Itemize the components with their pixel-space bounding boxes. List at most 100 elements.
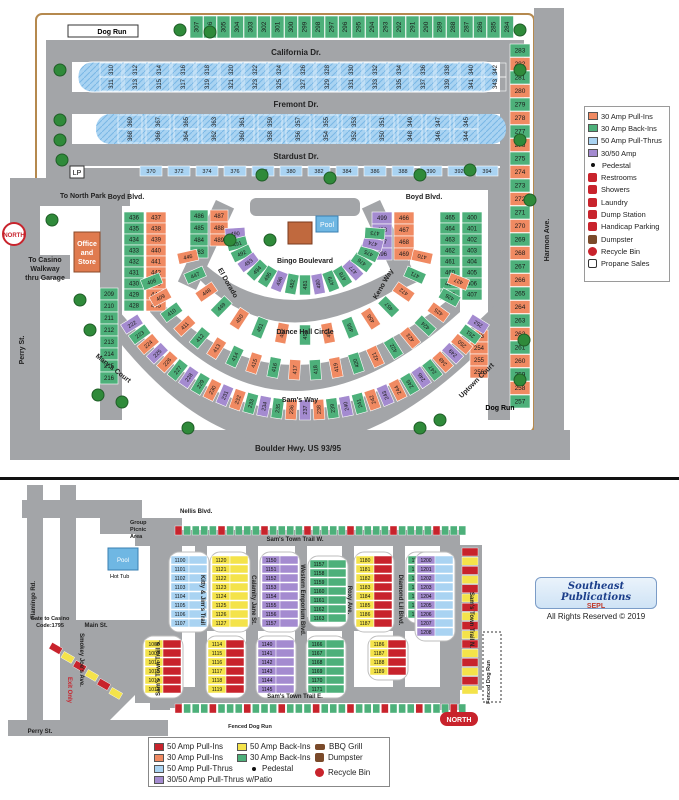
rv-site[interactable]: 298 bbox=[311, 15, 325, 39]
rv-site-pad[interactable] bbox=[500, 15, 514, 39]
rv-site-pad[interactable] bbox=[279, 609, 299, 619]
rv-site-pad[interactable] bbox=[219, 76, 243, 92]
rv-site-pad[interactable] bbox=[369, 128, 395, 144]
rv-site-pad[interactable] bbox=[321, 269, 340, 293]
rv-site-pad[interactable] bbox=[461, 575, 479, 584]
rv-site-pad[interactable] bbox=[162, 639, 182, 649]
rv-site[interactable]: 1170 bbox=[307, 675, 345, 685]
rv-site-pad[interactable] bbox=[270, 15, 285, 39]
rv-site[interactable]: 1107 bbox=[170, 618, 208, 628]
rv-site[interactable]: 349 bbox=[397, 114, 423, 130]
rv-site-pad[interactable] bbox=[60, 651, 75, 664]
rv-site-pad[interactable] bbox=[295, 703, 303, 714]
rv-site[interactable]: 477 bbox=[341, 258, 365, 282]
rv-site-pad[interactable] bbox=[189, 15, 204, 39]
rv-site-pad[interactable] bbox=[398, 703, 406, 714]
rv-site[interactable]: 478 bbox=[332, 264, 353, 289]
rv-site[interactable]: 457 bbox=[377, 295, 401, 319]
rv-site-pad[interactable] bbox=[381, 525, 389, 536]
rv-site[interactable]: 1188 bbox=[369, 657, 407, 667]
rv-site[interactable]: 1187 bbox=[355, 618, 393, 628]
rv-site[interactable]: 258 bbox=[509, 381, 531, 395]
rv-site-pad[interactable] bbox=[243, 76, 267, 92]
rv-site-pad[interactable] bbox=[325, 666, 345, 676]
rv-site[interactable]: 363 bbox=[201, 114, 227, 130]
rv-site[interactable]: 409 bbox=[148, 287, 173, 308]
rv-site-pad[interactable] bbox=[234, 525, 243, 536]
rv-site-pad[interactable] bbox=[373, 555, 393, 565]
rv-site[interactable]: 350 bbox=[369, 128, 395, 144]
rv-site[interactable]: 1160 bbox=[309, 586, 347, 596]
rv-site-pad[interactable] bbox=[434, 600, 454, 610]
rv-site-pad[interactable] bbox=[403, 265, 427, 285]
rv-site[interactable]: 386 bbox=[363, 165, 387, 177]
rv-site[interactable]: 333 bbox=[363, 76, 387, 92]
rv-site-pad[interactable] bbox=[509, 178, 531, 193]
rv-site[interactable]: 480 bbox=[310, 272, 326, 296]
rv-site[interactable]: 354 bbox=[313, 128, 339, 144]
rv-site-pad[interactable] bbox=[108, 687, 123, 700]
rv-site[interactable]: 1124 bbox=[211, 591, 249, 601]
rv-site-pad[interactable] bbox=[245, 258, 269, 282]
rv-site-pad[interactable] bbox=[321, 525, 329, 536]
rv-site[interactable]: 1163 bbox=[309, 613, 347, 623]
rv-site-pad[interactable] bbox=[226, 703, 234, 714]
rv-site-pad[interactable] bbox=[413, 314, 437, 338]
rv-site[interactable]: 455 bbox=[340, 315, 360, 340]
rv-site[interactable]: 372 bbox=[167, 165, 191, 177]
rv-site[interactable]: 315 bbox=[147, 76, 171, 92]
rv-site[interactable]: 1202 bbox=[416, 573, 454, 583]
rv-site[interactable]: 1168 bbox=[307, 657, 345, 667]
rv-site[interactable]: 462 bbox=[439, 244, 461, 257]
rv-site-pad[interactable] bbox=[360, 306, 382, 331]
rv-site[interactable]: 277 bbox=[509, 124, 531, 139]
rv-site-pad[interactable] bbox=[434, 609, 454, 619]
rv-site-pad[interactable] bbox=[195, 165, 219, 177]
rv-site[interactable]: 233 bbox=[242, 391, 260, 415]
rv-site[interactable]: 355 bbox=[313, 114, 339, 130]
rv-site[interactable]: 342 bbox=[483, 62, 507, 78]
rv-site-pad[interactable] bbox=[461, 584, 479, 593]
rv-site[interactable]: 251 bbox=[458, 323, 483, 346]
rv-site-pad[interactable] bbox=[99, 76, 123, 92]
rv-site[interactable]: 402 bbox=[461, 233, 483, 246]
rv-site[interactable]: 429 bbox=[123, 288, 145, 301]
rv-site[interactable]: 470 bbox=[410, 248, 434, 265]
rv-site-pad[interactable] bbox=[461, 603, 479, 612]
rv-site[interactable]: 1157 bbox=[261, 618, 299, 628]
rv-site[interactable]: 236 bbox=[284, 398, 298, 421]
rv-site-pad[interactable] bbox=[351, 15, 366, 39]
rv-site-pad[interactable] bbox=[392, 15, 406, 39]
rv-site-pad[interactable] bbox=[162, 684, 182, 694]
rv-site-pad[interactable] bbox=[332, 264, 353, 289]
rv-site[interactable]: 231 bbox=[215, 383, 235, 407]
rv-site[interactable]: 310 bbox=[99, 62, 123, 78]
rv-site-pad[interactable] bbox=[415, 525, 423, 536]
rv-site-pad[interactable] bbox=[458, 525, 466, 536]
rv-site[interactable]: 242 bbox=[363, 388, 382, 412]
rv-site-pad[interactable] bbox=[297, 15, 312, 39]
rv-site-pad[interactable] bbox=[375, 383, 395, 407]
rv-site[interactable]: 267 bbox=[509, 259, 531, 274]
rv-site-pad[interactable] bbox=[162, 666, 182, 676]
rv-site[interactable]: 336 bbox=[411, 62, 435, 78]
rv-site-pad[interactable] bbox=[275, 648, 295, 658]
rv-site[interactable]: 368 bbox=[117, 128, 143, 144]
rv-site[interactable]: 1010 bbox=[144, 657, 182, 667]
rv-site-pad[interactable] bbox=[321, 703, 329, 714]
rv-site-pad[interactable] bbox=[434, 591, 454, 601]
rv-site[interactable]: 1140 bbox=[257, 639, 295, 649]
rv-site-pad[interactable] bbox=[147, 76, 171, 92]
rv-site-pad[interactable] bbox=[329, 703, 337, 714]
rv-site-pad[interactable] bbox=[216, 15, 231, 39]
rv-site[interactable]: 359 bbox=[257, 114, 283, 130]
rv-site[interactable]: 416 bbox=[266, 356, 282, 379]
rv-site[interactable]: 301 bbox=[270, 15, 285, 39]
rv-site[interactable]: 1162 bbox=[309, 604, 347, 614]
rv-site-pad[interactable] bbox=[299, 324, 311, 346]
rv-site[interactable]: 1143 bbox=[257, 666, 295, 676]
rv-site-pad[interactable] bbox=[446, 272, 471, 291]
rv-site-pad[interactable] bbox=[509, 394, 531, 409]
rv-site[interactable]: 212 bbox=[99, 323, 119, 337]
rv-site[interactable]: 369 bbox=[117, 114, 143, 130]
